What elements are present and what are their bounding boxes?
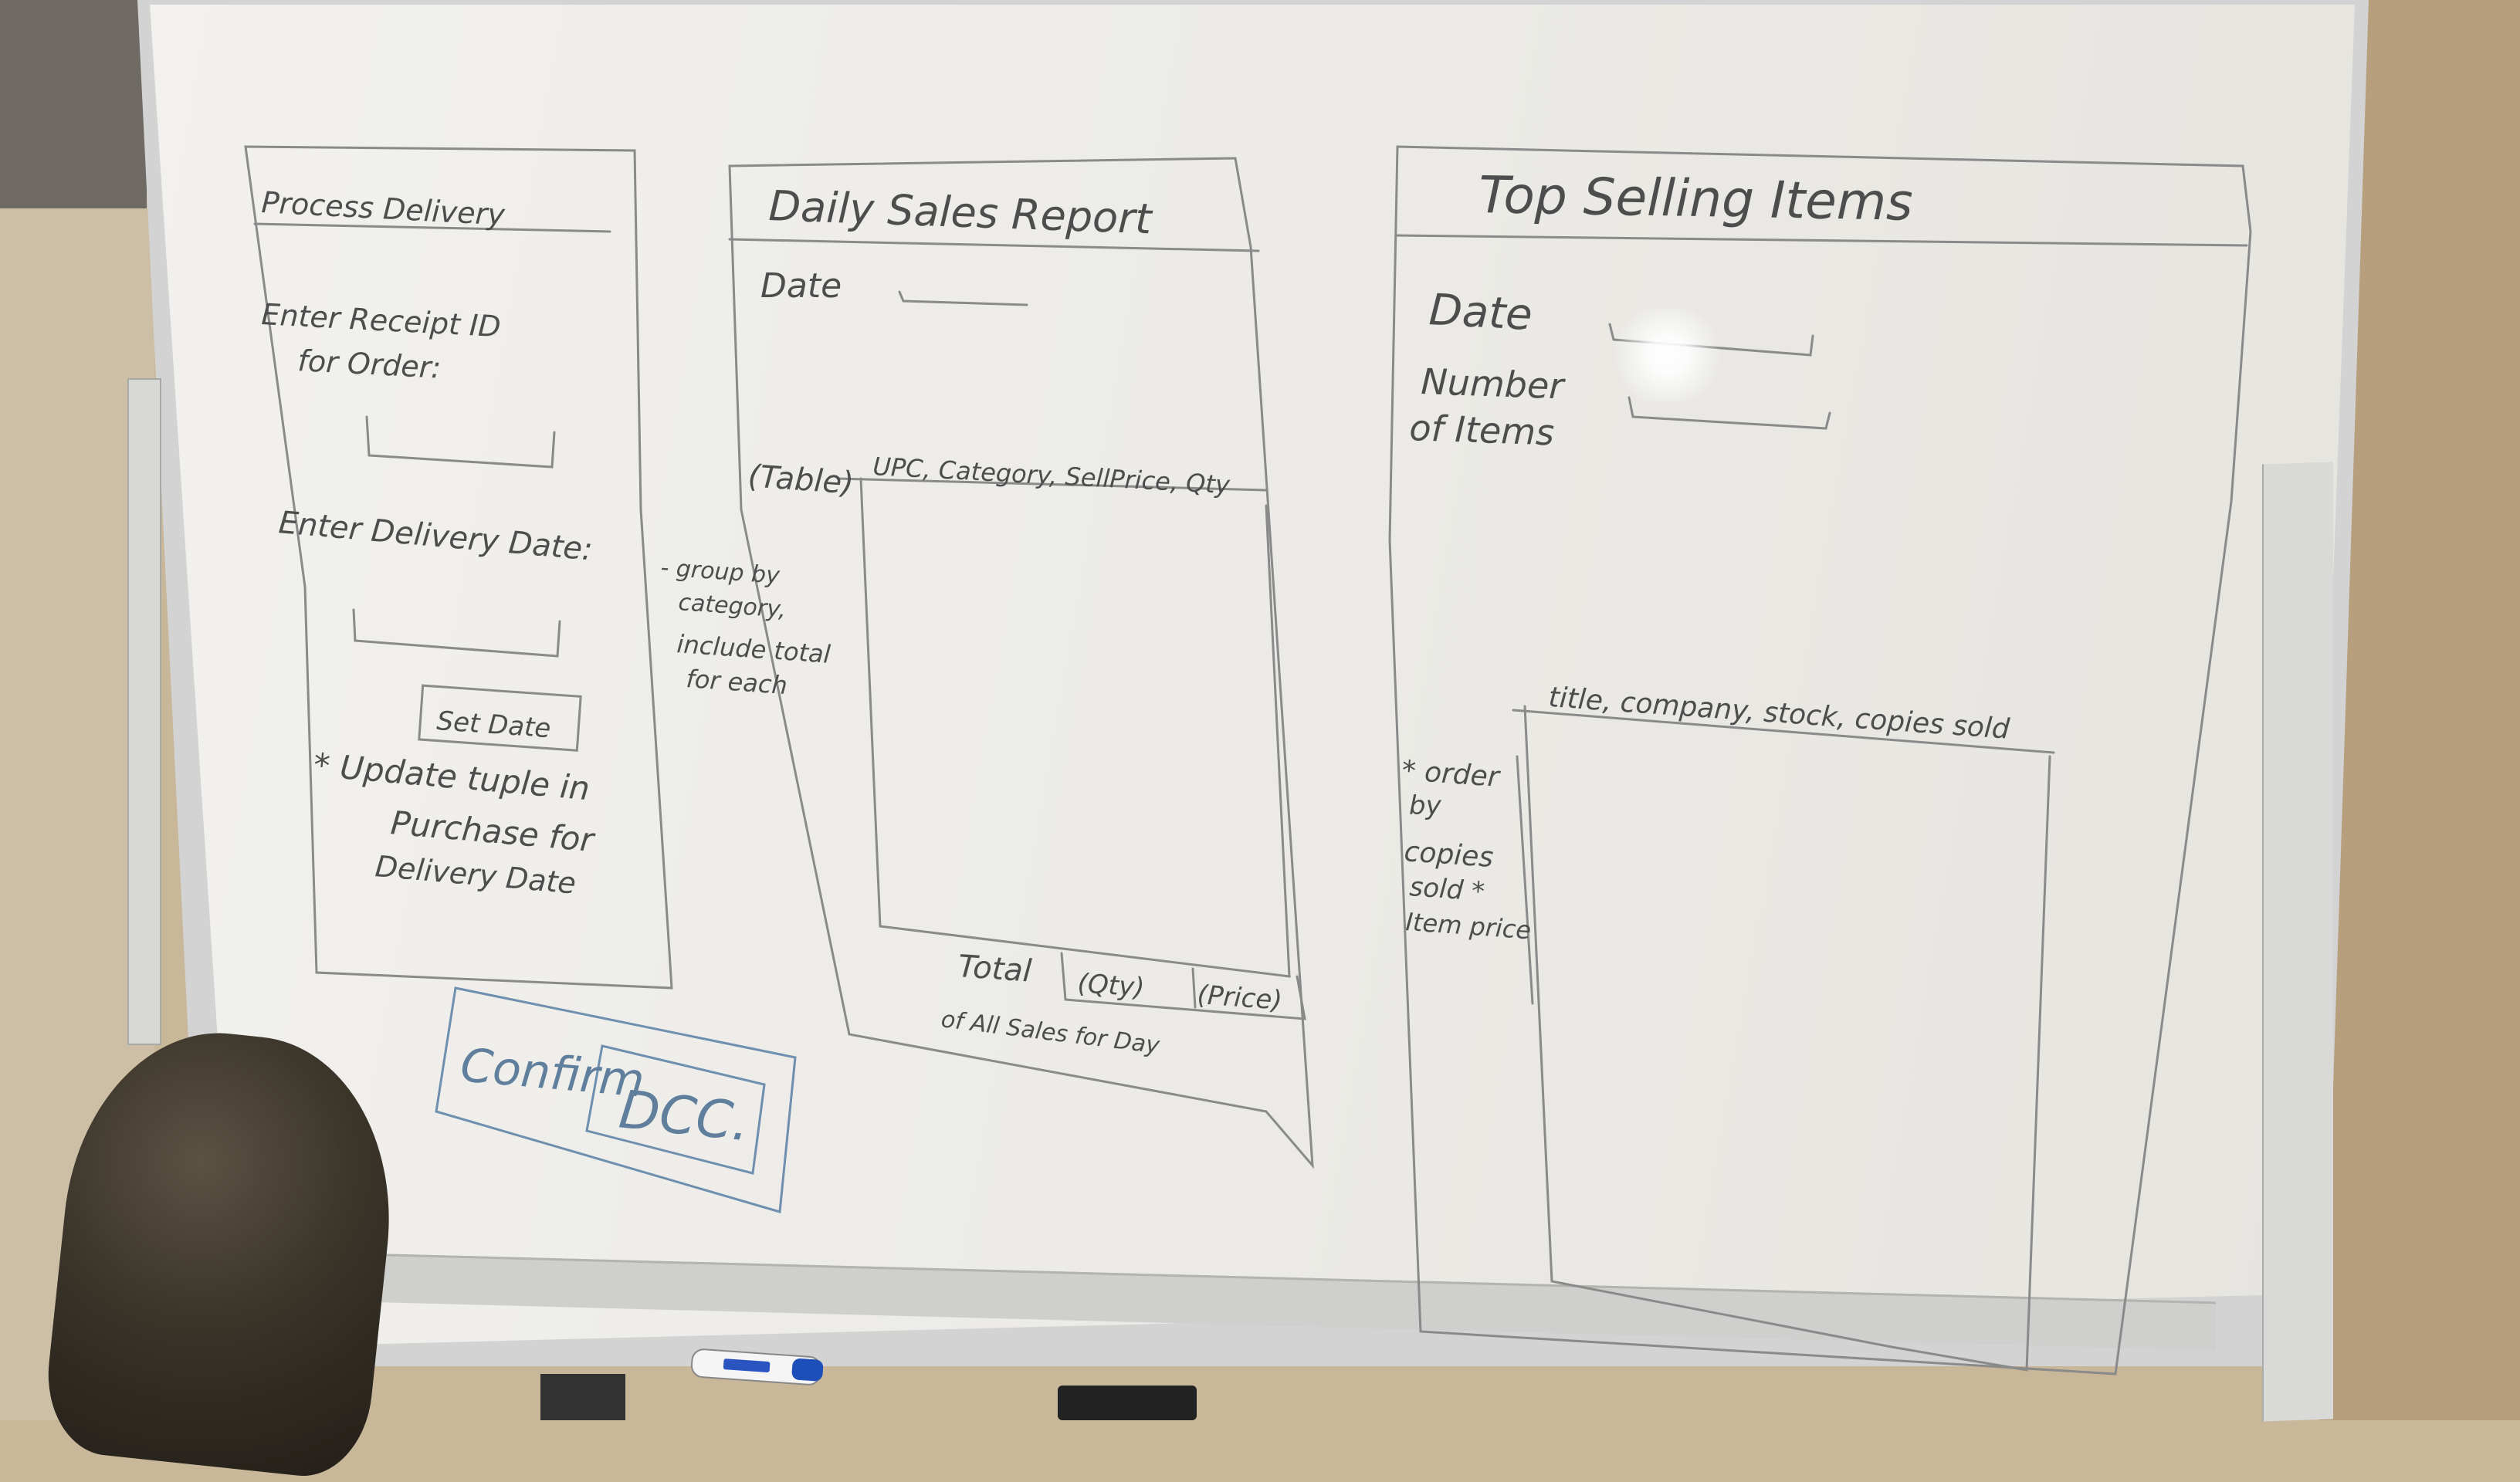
whiteboard-left-rail [127, 378, 161, 1045]
top-number-label-line2: of Items [1409, 407, 1555, 454]
sales-table-label: (Table) [747, 458, 855, 501]
sales-side-note-line1: - group by [659, 554, 781, 590]
top-side-note-line1: * order [1401, 755, 1502, 793]
stand-foot [540, 1374, 625, 1420]
top-side-note-line5: Item price [1404, 907, 1532, 945]
top-side-note-line2: by [1409, 790, 1442, 821]
whiteboard-drawing: Process Delivery Enter Receipt ID for Or… [244, 145, 2252, 1375]
confirm-button-label: DCC. [616, 1079, 752, 1153]
eraser [1058, 1386, 1197, 1420]
sales-date-input-line [898, 290, 1028, 306]
sales-total-qty: (Qty) [1076, 968, 1145, 1003]
sales-side-note-line3: include total [676, 629, 832, 669]
confirm-box-outline [435, 986, 797, 1213]
sales-table-box [859, 477, 1291, 978]
sales-total-note: of All Sales for Day [940, 1006, 1162, 1060]
panel-delivery-title-rule [253, 222, 611, 233]
top-side-note-line4: sold * [1408, 871, 1485, 908]
sales-side-note-line4: for each [685, 664, 788, 700]
panel-top-title-rule [1396, 234, 2248, 247]
sales-total-price: (Price) [1196, 980, 1283, 1017]
delivery-date-prompt: Enter Delivery Date: [277, 505, 594, 567]
sales-total-label: Total [957, 949, 1032, 990]
corkboard [0, 0, 147, 208]
top-side-divider [1516, 755, 1534, 1005]
top-date-label: Date [1428, 285, 1533, 340]
set-date-button-label: Set Date [435, 705, 551, 744]
confirm-button-outline [585, 1044, 766, 1175]
delivery-note-line2: Purchase for [389, 804, 597, 859]
sales-table-columns: UPC, Category, SellPrice, Qty [872, 452, 1231, 499]
receipt-prompt-line2: for Order: [297, 343, 442, 385]
top-table-header-rule [1512, 709, 2055, 754]
panel-sales-outline [728, 157, 1314, 1169]
delivery-note-line1: * Update tuple in [312, 746, 591, 807]
set-date-button-box [418, 684, 582, 752]
sales-side-note-line2: category, [677, 589, 787, 624]
sales-total-divider [1191, 967, 1197, 1009]
light-glare [1606, 309, 1729, 401]
top-table-box [1523, 705, 2051, 1372]
panel-delivery-outline [244, 145, 673, 990]
receipt-prompt-line1: Enter Receipt ID [261, 297, 502, 343]
panel-top-outline [1388, 145, 2252, 1375]
top-side-note-line3: copies [1403, 836, 1494, 874]
top-number-input-line [1628, 396, 1831, 430]
sales-total-box [1060, 952, 1306, 1020]
receipt-input-line [365, 415, 556, 469]
sales-date-label: Date [760, 266, 842, 306]
sales-table-header-rule [836, 477, 1268, 492]
delivery-date-input-line [352, 608, 561, 658]
panel-top-title: Top Selling Items [1478, 165, 1914, 232]
delivery-note-line3: Delivery Date [374, 849, 577, 901]
top-table-columns: title, company, stock, copies sold [1547, 682, 2011, 746]
top-number-label-line1: Number [1421, 360, 1567, 408]
panel-sales-title: Daily Sales Report [768, 181, 1154, 243]
panel-sales-title-rule [728, 238, 1260, 252]
